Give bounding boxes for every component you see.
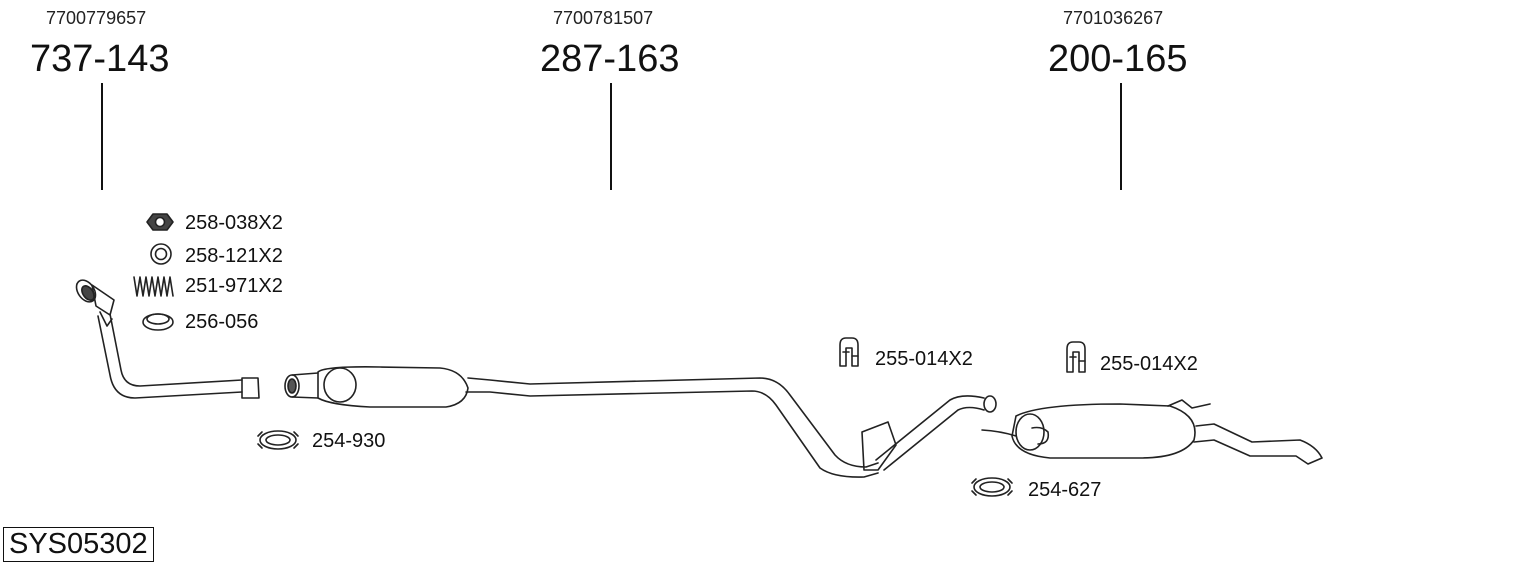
- part-code-rear-silencer[interactable]: 200-165: [1048, 38, 1188, 80]
- leader-line-middle-silencer: [610, 83, 612, 190]
- hanger-icon-middle: [839, 337, 859, 367]
- ring-icon: [150, 243, 172, 265]
- oe-number-rear-silencer: 7701036267: [1063, 8, 1164, 28]
- label-hanger-middle[interactable]: 255-014X2: [875, 348, 973, 370]
- gasket-icon: [142, 313, 174, 331]
- label-gasket[interactable]: 256-056: [185, 311, 259, 333]
- leader-line-rear-silencer: [1120, 83, 1122, 190]
- spring-icon: [133, 276, 174, 297]
- oe-number-middle-silencer: 7700781507: [553, 8, 654, 28]
- part-code-front-pipe[interactable]: 737-143: [30, 38, 170, 80]
- clamp-icon-front: [257, 430, 299, 450]
- system-code-box: SYS05302: [3, 527, 154, 562]
- clamp-icon-rear: [971, 477, 1013, 497]
- rear-silencer-drawing: [981, 399, 1323, 465]
- label-ring[interactable]: 258-121X2: [185, 245, 283, 267]
- label-clamp-front[interactable]: 254-930: [312, 430, 386, 452]
- label-hanger-rear[interactable]: 255-014X2: [1100, 353, 1198, 375]
- nut-icon: [146, 213, 174, 231]
- label-nut[interactable]: 258-038X2: [185, 212, 283, 234]
- middle-silencer-drawing: [284, 366, 997, 478]
- oe-number-front-pipe: 7700779657: [46, 8, 147, 28]
- part-code-middle-silencer[interactable]: 287-163: [540, 38, 680, 80]
- label-spring[interactable]: 251-971X2: [185, 275, 283, 297]
- label-clamp-rear[interactable]: 254-627: [1028, 479, 1102, 501]
- hanger-icon-rear: [1066, 341, 1086, 373]
- leader-line-front-pipe: [101, 83, 103, 190]
- front-pipe-drawing: [75, 279, 260, 399]
